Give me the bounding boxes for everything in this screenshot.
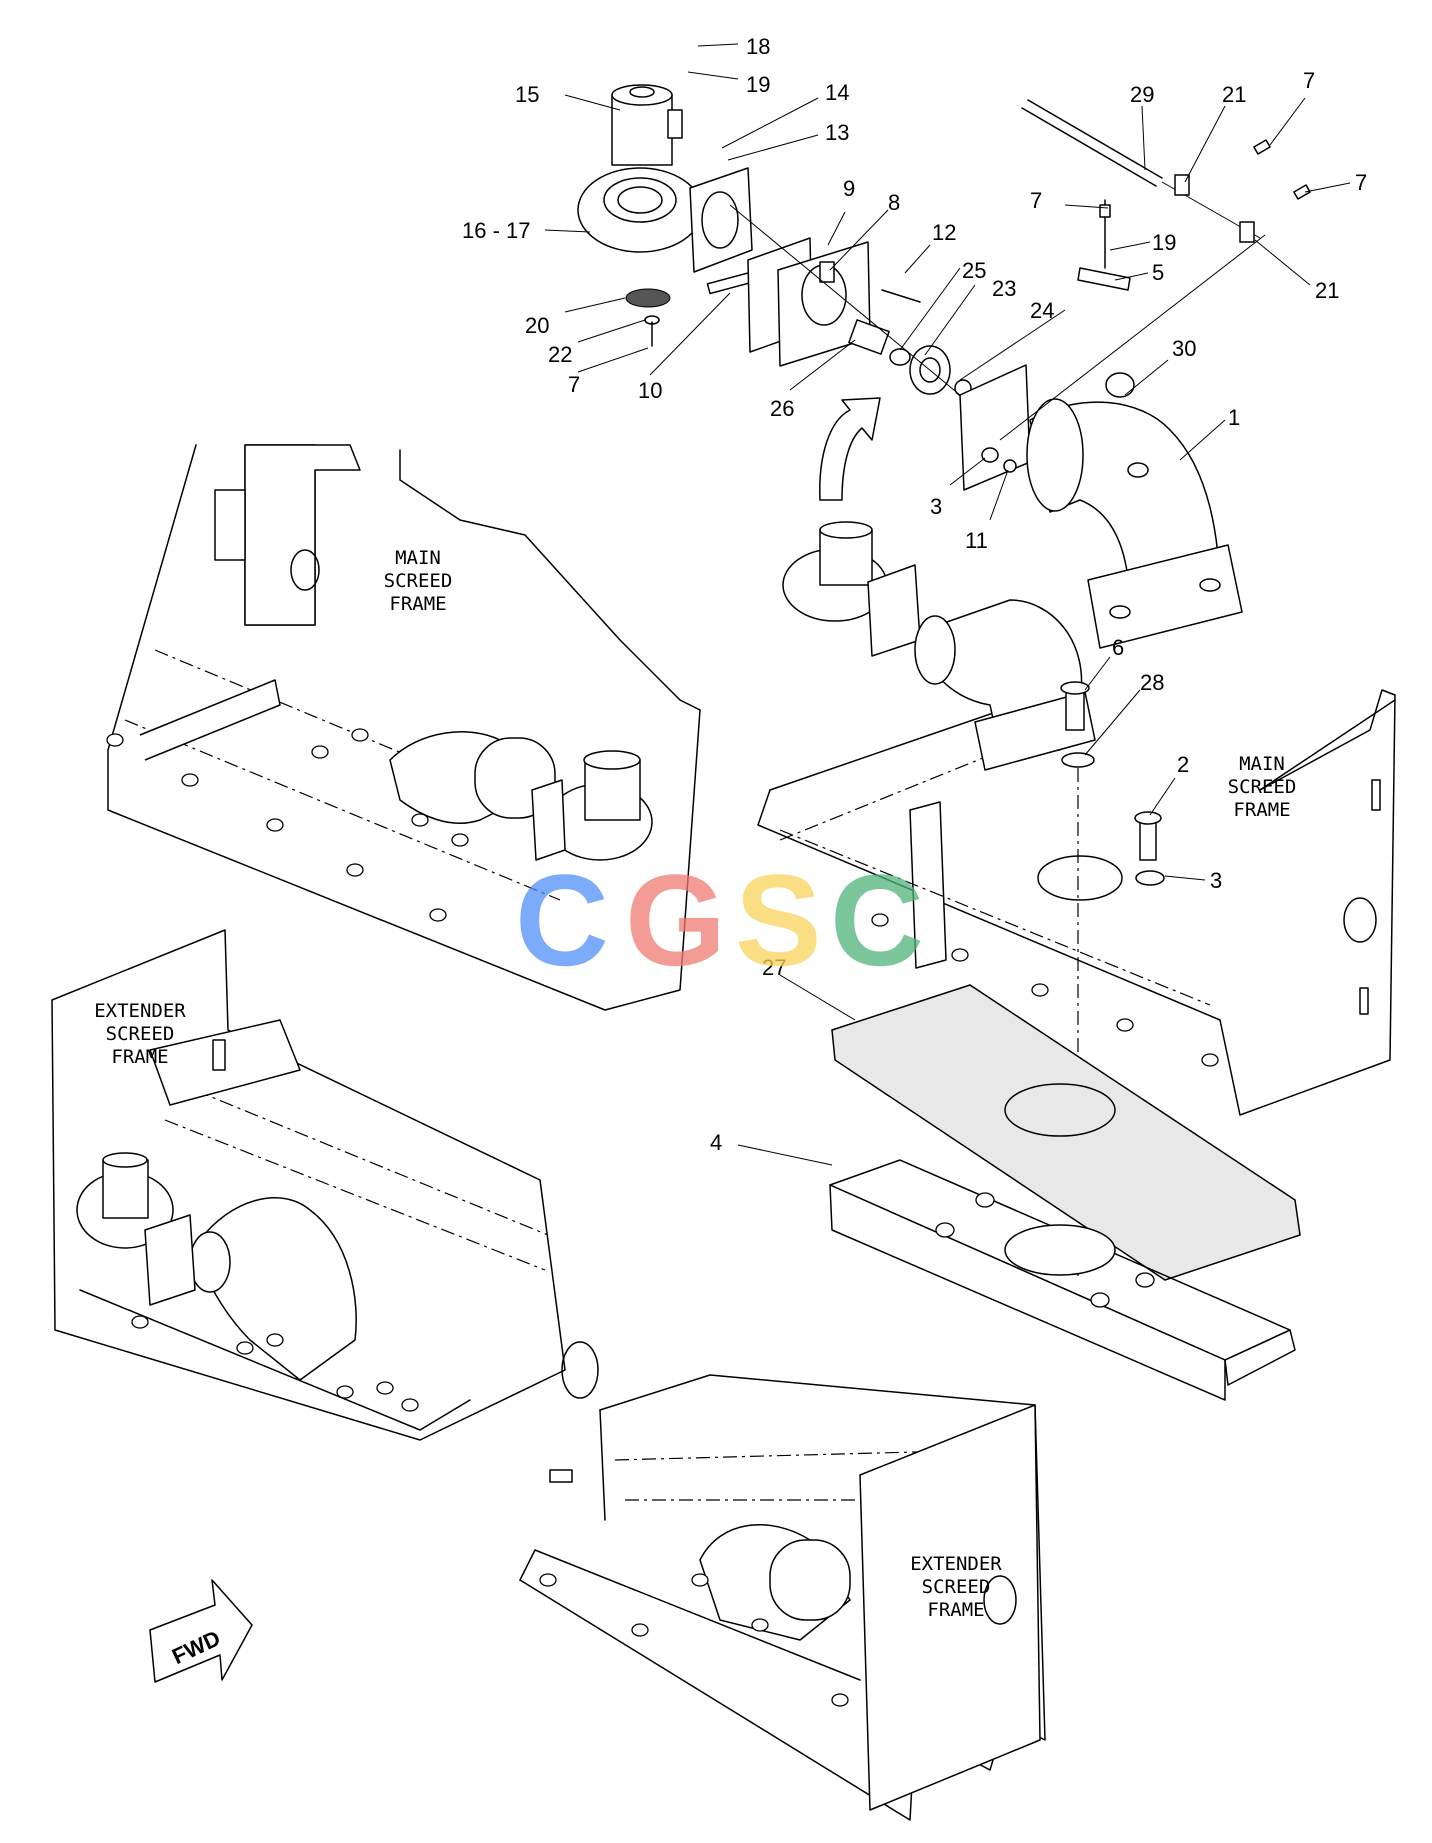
callout-16-17: 16 - 17	[462, 218, 531, 243]
callout-21-top: 21	[1222, 82, 1246, 107]
callout-8: 8	[888, 190, 900, 215]
callout-2: 2	[1177, 752, 1189, 777]
callout-19-mid: 19	[1152, 230, 1176, 255]
frame-labels: MAIN SCREED FRAME MAIN SCREED FRAME EXTE…	[94, 547, 1296, 1669]
watermark-letter-c2: C	[830, 847, 924, 993]
callout-28: 28	[1140, 670, 1164, 695]
callout-7-right: 7	[1355, 170, 1367, 195]
fwd-arrow	[149, 1579, 253, 1683]
main-screed-frame-left	[106, 444, 701, 1011]
callout-15: 15	[515, 82, 539, 107]
callout-3-top: 3	[930, 494, 942, 519]
main-frame-right-line2: SCREED	[1228, 776, 1297, 798]
exploded-blower-assembly	[577, 84, 1311, 649]
callout-21-lower: 21	[1315, 278, 1339, 303]
callout-12: 12	[932, 220, 956, 245]
main-frame-right-line1: MAIN	[1239, 753, 1285, 775]
extender-screed-frame-right	[519, 1374, 1046, 1821]
callout-1: 1	[1228, 405, 1240, 430]
callout-30: 30	[1172, 336, 1196, 361]
callout-14: 14	[825, 80, 849, 105]
callout-9: 9	[843, 176, 855, 201]
watermark-letter-g: G	[625, 847, 726, 993]
main-frame-left-line1: MAIN	[395, 547, 441, 569]
watermark-letter-c1: C	[515, 847, 609, 993]
callout-27: 27	[762, 955, 786, 980]
callout-10: 10	[638, 378, 662, 403]
insulation-plate-and-channel	[829, 984, 1301, 1401]
callout-3-right: 3	[1210, 868, 1222, 893]
callout-7-mid: 7	[1030, 188, 1042, 213]
callout-20: 20	[525, 313, 549, 338]
main-screed-frame-right	[757, 521, 1396, 1280]
callout-4: 4	[710, 1130, 722, 1155]
main-frame-right-line3: FRAME	[1233, 799, 1290, 821]
callout-7-top: 7	[1303, 68, 1315, 93]
main-frame-left-line3: FRAME	[389, 593, 446, 615]
callout-5: 5	[1152, 260, 1164, 285]
extender-frame-left-line2: SCREED	[106, 1023, 175, 1045]
callout-11: 11	[965, 528, 988, 553]
leader-lines	[544, 43, 1351, 1166]
callout-26: 26	[770, 396, 794, 421]
extender-screed-frame-left	[51, 929, 599, 1483]
extender-frame-right-line3: FRAME	[927, 1599, 984, 1621]
watermark-letter-s: S	[735, 847, 822, 993]
callout-22: 22	[548, 342, 572, 367]
cgsc-watermark: C G S C	[515, 847, 924, 993]
main-frame-left-line2: SCREED	[384, 570, 453, 592]
callout-18: 18	[746, 34, 770, 59]
callout-7-left: 7	[568, 372, 580, 397]
callout-19: 19	[746, 72, 770, 97]
callout-13: 13	[825, 120, 849, 145]
callout-numbers: 18 19 15 14 13 16 - 17 9 8 12 29 21 7 7 …	[462, 34, 1367, 1155]
callout-6: 6	[1112, 635, 1124, 660]
callout-25: 25	[962, 258, 986, 283]
callout-24: 24	[1030, 298, 1054, 323]
extender-frame-right-line2: SCREED	[922, 1576, 991, 1598]
callout-23: 23	[992, 276, 1016, 301]
extender-frame-left-line1: EXTENDER	[94, 1000, 186, 1022]
extender-frame-left-line3: FRAME	[111, 1046, 168, 1068]
extender-frame-right-line1: EXTENDER	[910, 1553, 1002, 1575]
callout-29: 29	[1130, 82, 1154, 107]
